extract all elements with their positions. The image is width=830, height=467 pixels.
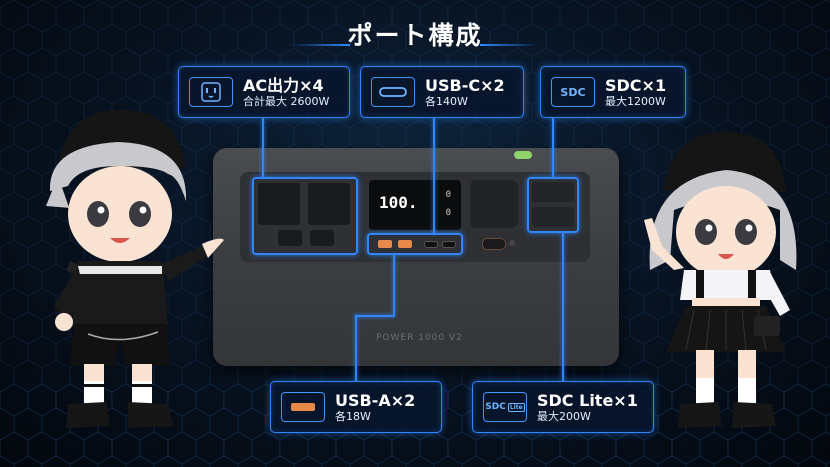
ac-outlets-highlight: [252, 177, 358, 255]
callout-usb-a: USB-A×2 各18W: [270, 381, 442, 433]
callout-ac-output: AC出力×4 合計最大 2600W: [178, 66, 350, 118]
ac-outlet: [310, 230, 334, 246]
connector-line-ac: [262, 118, 264, 178]
connector-line-sdclite: [562, 233, 564, 381]
usb-c-port: [442, 241, 456, 248]
usb-ports-highlight: [367, 233, 463, 255]
page-title: ポート構成: [347, 21, 483, 50]
title-decoration-right: [480, 44, 540, 46]
connector-line-sdc: [552, 118, 554, 178]
usb-a-port: [378, 240, 392, 248]
connector-line-usbc: [433, 118, 435, 234]
usb-c-port: [424, 241, 438, 248]
callout-name: AC出力×4: [243, 75, 324, 95]
power-button[interactable]: [514, 151, 532, 159]
usb-a-icon: [281, 392, 325, 422]
usb-a-port: [398, 240, 412, 248]
callout-spec: 合計最大 2600W: [243, 94, 330, 108]
connector-line-usba: [393, 255, 395, 315]
ac-outlet: [258, 183, 300, 225]
display-small-top: 0: [445, 190, 451, 200]
sdc-port: [532, 182, 574, 202]
usb-c-icon: [371, 77, 415, 107]
boy-character-illustration: [46, 109, 224, 428]
callout-spec: 最大1200W: [605, 94, 666, 108]
sdc-icon: SDC: [551, 77, 595, 107]
car-port-cover: [470, 180, 518, 228]
connector-line-usba-h: [355, 315, 395, 317]
sdc-ports-highlight: [527, 177, 579, 233]
sdc-icon-text: SDC: [560, 85, 586, 99]
girl-character-illustration: [644, 132, 797, 428]
ac-outlet: [308, 183, 350, 225]
sdc-lite-icon: SDC Lite: [483, 392, 527, 422]
title-decoration-left: [290, 44, 350, 46]
callout-name: SDC×1: [605, 75, 667, 95]
callout-usb-c: USB-C×2 各140W: [360, 66, 524, 118]
callout-name: SDC Lite×1: [537, 390, 638, 410]
connector-line-usba-v: [355, 315, 357, 381]
callout-sdc-lite: SDC Lite SDC Lite×1 最大200W: [472, 381, 654, 433]
display-value: 100.: [379, 193, 418, 212]
callout-name: USB-A×2: [335, 390, 416, 410]
callout-spec: 各18W: [335, 409, 371, 423]
lcd-display: 100. 0 0: [369, 180, 461, 230]
dc-port-indicator: [509, 240, 515, 246]
callout-sdc: SDC SDC×1 最大1200W: [540, 66, 686, 118]
sdc-lite-icon-badge: Lite: [507, 402, 525, 412]
ac-outlet-icon: [189, 77, 233, 107]
display-small-bottom: 0: [445, 208, 451, 218]
ac-outlet: [278, 230, 302, 246]
model-label: POWER 1000 V2: [376, 333, 463, 343]
dc-port: [482, 238, 506, 250]
sdc-lite-port: [532, 207, 574, 227]
sdc-lite-icon-text: SDC: [485, 402, 506, 412]
callout-name: USB-C×2: [425, 75, 505, 95]
callout-spec: 各140W: [425, 94, 468, 108]
callout-spec: 最大200W: [537, 409, 591, 423]
